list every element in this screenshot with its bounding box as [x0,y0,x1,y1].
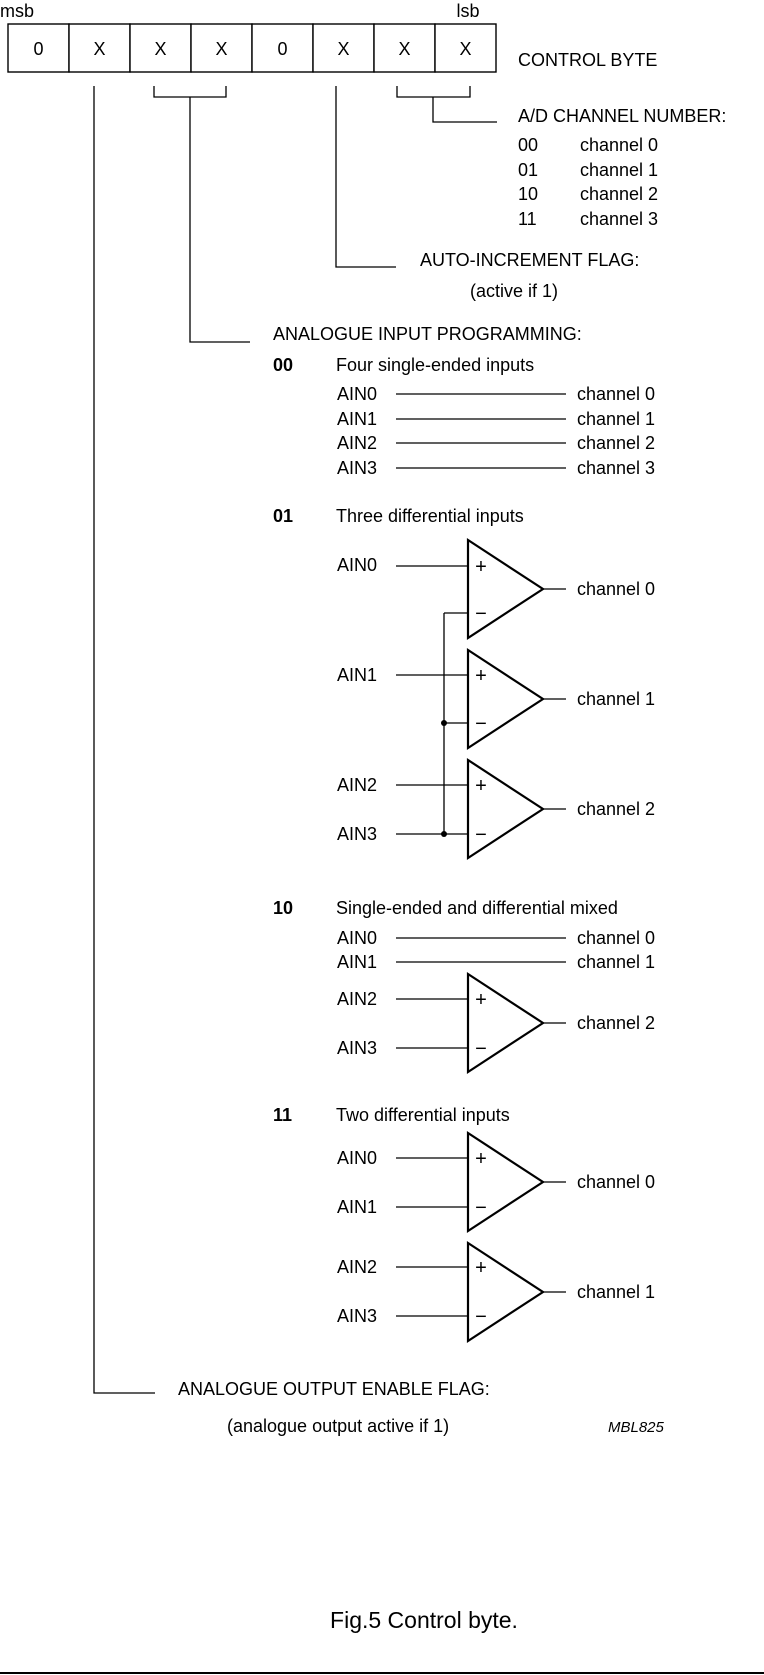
mode-01-output-0: channel 0 [577,579,655,599]
mode-10-title: Single-ended and differential mixed [336,898,618,918]
mode-10-output-0: channel 0 [577,928,655,948]
mode-01-amplifier-2 [466,757,546,861]
mode-00-input-2: AIN2 [337,433,377,453]
mode-00-output-0: channel 0 [577,384,655,404]
mode-11-output-0: channel 0 [577,1172,655,1192]
lsb-label: lsb [456,1,479,21]
input-programming-leader [189,97,250,343]
channel-code-11: 11 [518,209,537,229]
mode-10-input-ain2: AIN2 [337,989,377,1009]
mode-10-input-0: AIN0 [337,928,377,948]
mode-11-input-ain1: AIN1 [337,1197,377,1217]
bit-box-6 [68,23,131,73]
channel-label-01: channel 1 [580,160,658,180]
mode-10-amp-minus: − [475,1038,487,1060]
channel-code-00: 00 [518,135,538,155]
channel-number-leader [432,97,497,123]
auto-increment-heading: AUTO-INCREMENT FLAG: [420,250,639,270]
mode-11-title: Two differential inputs [336,1105,510,1125]
mode-11-input-ain3: AIN3 [337,1306,377,1326]
mode-01-input-ain2: AIN2 [337,775,377,795]
bit-value-3: 0 [277,39,287,59]
mode-11-amp0-plus: + [475,1148,487,1170]
mode-00-output-2: channel 2 [577,433,655,453]
channel-number-heading: A/D CHANNEL NUMBER: [518,106,726,126]
mode-00-output-3: channel 3 [577,458,655,478]
bit-box-1 [373,23,436,73]
control-byte-register: 0 X X X 0 X X X [7,23,497,73]
bit-box-0 [434,23,497,73]
mode-00-title: Four single-ended inputs [336,355,534,375]
mode-00-code: 00 [273,355,293,375]
mode-10-input-ain3: AIN3 [337,1038,377,1058]
mode-11-amp1-plus: + [475,1257,487,1279]
mode-01-input-ain3: AIN3 [337,824,377,844]
mode-11-amplifier-0 [466,1130,546,1234]
bit-value-5: X [154,39,166,59]
mode-11-amp0-minus: − [475,1197,487,1219]
bit-value-6: X [93,39,105,59]
mode-10-input-1: AIN1 [337,952,377,972]
input-programming-heading: ANALOGUE INPUT PROGRAMMING: [273,324,582,344]
mode-11-amplifier-1 [466,1240,546,1344]
bit-box-5 [129,23,192,73]
channel-code-01: 01 [518,160,538,180]
input-programming-bracket [153,86,227,98]
bit-value-0: X [459,39,471,59]
mode-11-output-1: channel 1 [577,1282,655,1302]
mode-01-amp2-minus: − [475,824,487,846]
mode-01-input-ain1: AIN1 [337,665,377,685]
mode-10-code: 10 [273,898,293,918]
output-enable-heading: ANALOGUE OUTPUT ENABLE FLAG: [178,1379,490,1399]
bit-box-3 [251,23,314,73]
bit-value-2: X [337,39,349,59]
mode-10-amplifier [466,971,546,1075]
mode-10-output-2: channel 2 [577,1013,655,1033]
figure-code: MBL825 [608,1419,665,1436]
mode-00-input-1: AIN1 [337,409,377,429]
mode-01-junction-1 [441,720,447,726]
mode-11-code: 11 [273,1105,292,1125]
mode-00-input-0: AIN0 [337,384,377,404]
figure-caption: Fig.5 Control byte. [330,1607,518,1633]
mode-01-title: Three differential inputs [336,506,524,526]
mode-01-amp1-plus: + [475,665,487,687]
auto-increment-leader [335,86,396,268]
channel-label-11: channel 3 [580,209,658,229]
channel-code-10: 10 [518,184,538,204]
msb-label: msb [0,1,34,21]
mode-10-amp-plus: + [475,989,487,1011]
channel-label-10: channel 2 [580,184,658,204]
channel-label-00: channel 0 [580,135,658,155]
bit-box-7 [7,23,70,73]
mode-10-output-1: channel 1 [577,952,655,972]
mode-00-output-1: channel 1 [577,409,655,429]
bit-value-1: X [398,39,410,59]
mode-01-output-1: channel 1 [577,689,655,709]
mode-01-amplifier-0 [466,537,546,641]
mode-01-amp2-plus: + [475,775,487,797]
mode-01-amp0-minus: − [475,603,487,625]
output-enable-leader [93,86,155,1394]
mode-11-input-ain2: AIN2 [337,1257,377,1277]
mode-01-junction-2 [441,831,447,837]
mode-01-amp1-minus: − [475,713,487,735]
mode-01-input-ain0: AIN0 [337,555,377,575]
control-byte-title: CONTROL BYTE [518,50,657,70]
bit-box-2 [312,23,375,73]
mode-00-input-3: AIN3 [337,458,377,478]
mode-01-code: 01 [273,506,293,526]
bit-value-7: 0 [33,39,43,59]
bit-value-4: X [215,39,227,59]
mode-01-amplifier-1 [466,647,546,751]
mode-11-amp1-minus: − [475,1306,487,1328]
channel-number-bracket [396,86,471,98]
mode-01-output-2: channel 2 [577,799,655,819]
mode-01-amp0-plus: + [475,556,487,578]
mode-11-input-ain0: AIN0 [337,1148,377,1168]
auto-increment-note: (active if 1) [470,281,558,301]
output-enable-note: (analogue output active if 1) [227,1416,449,1436]
